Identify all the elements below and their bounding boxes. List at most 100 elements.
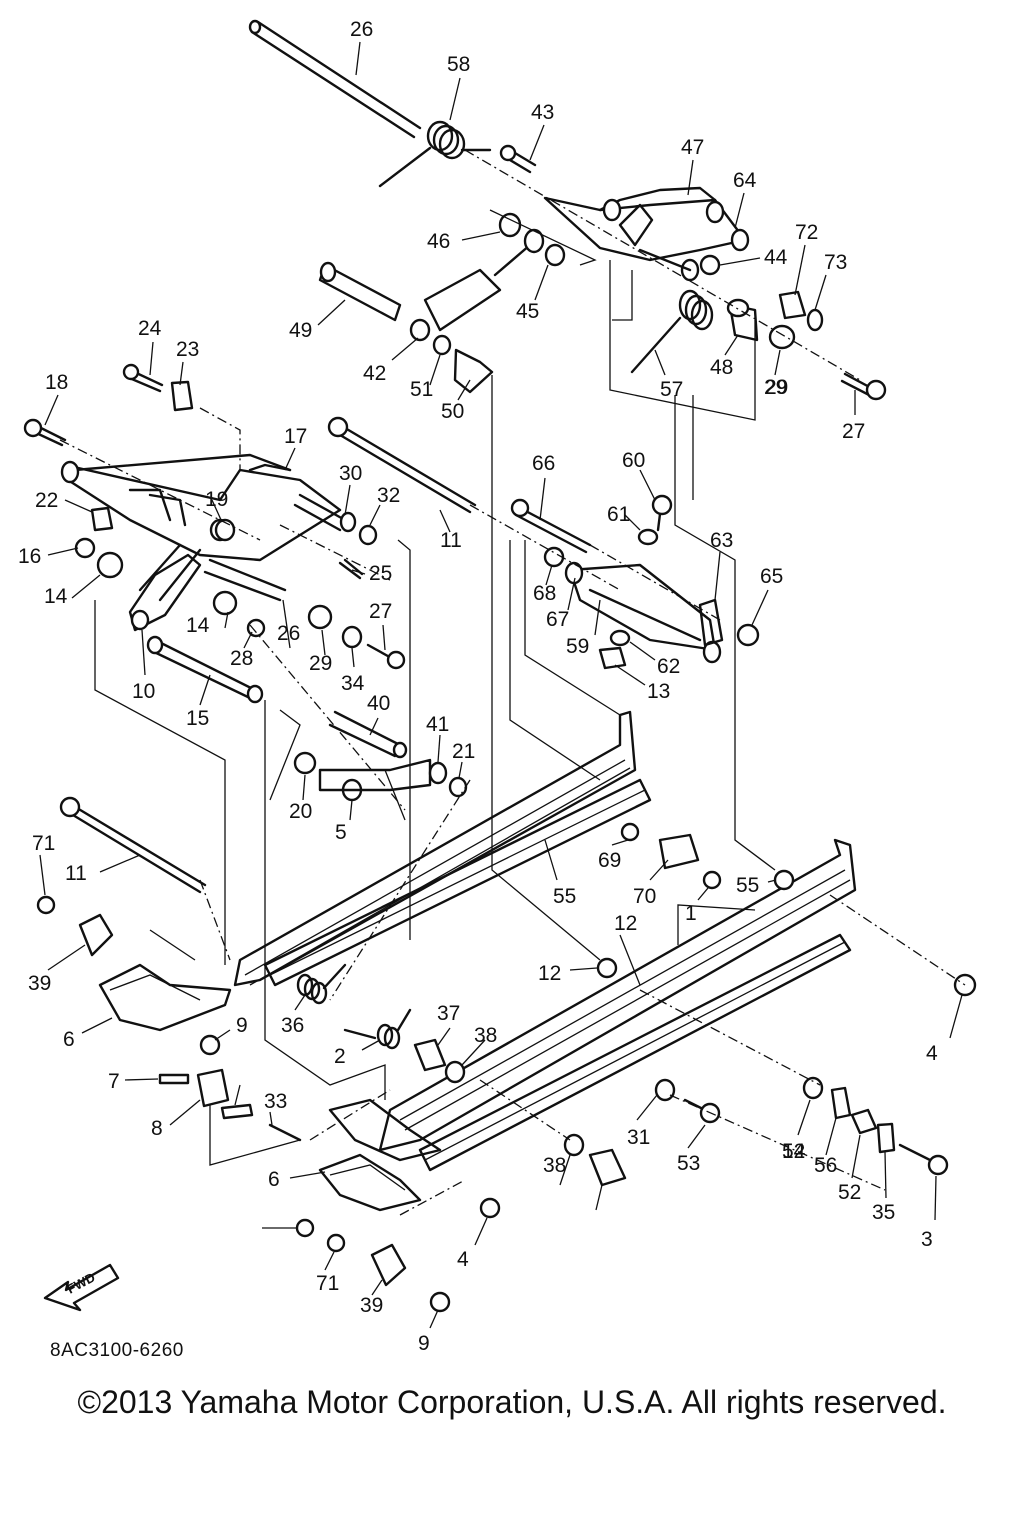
bushing-29-mid: [307, 604, 333, 630]
bolt-15: [246, 618, 266, 638]
callout-label: 68: [533, 582, 556, 605]
collar-54: [850, 1108, 878, 1135]
upper-shaft-26: [248, 19, 422, 139]
callout-label: 48: [710, 356, 733, 379]
washer-28: [341, 625, 363, 649]
washer-41: [448, 776, 468, 798]
washer-37-upper: [444, 1060, 466, 1084]
shaft-34: [328, 710, 408, 759]
callout-label: 9: [236, 1014, 248, 1037]
callout-label: 43: [531, 101, 554, 124]
callout-label: 6: [268, 1168, 280, 1191]
nut-6-lower: [429, 1291, 451, 1313]
nut-6-upper: [199, 1034, 221, 1056]
link-plate-13: [128, 553, 202, 632]
callout-label: 62: [657, 655, 680, 678]
callout-label: 31: [627, 1126, 650, 1149]
cap-16: [74, 537, 96, 559]
callout-label: 38: [474, 1024, 497, 1047]
spring-39: [296, 963, 347, 1005]
callout-label: 27: [842, 420, 865, 443]
callout-label: 32: [377, 484, 400, 507]
callout-label: 40: [367, 692, 390, 715]
callout-label: 41: [426, 713, 449, 736]
long-bolt-11-upper: [327, 416, 477, 514]
bolt-5-lower: [326, 1233, 346, 1253]
bracket-4-upper: [78, 913, 114, 957]
long-bolt-66: [510, 498, 592, 554]
callout-label: 1: [685, 902, 697, 925]
nut-12-lower: [479, 1197, 501, 1219]
washer-55-upper: [596, 957, 618, 979]
callout-label: 71: [316, 1272, 339, 1295]
bracket-72: [778, 290, 807, 320]
callout-label: 53: [677, 1152, 700, 1175]
callout-label: 21: [452, 740, 475, 763]
callout-label: 30: [339, 462, 362, 485]
shock-absorber: [318, 228, 545, 394]
link-rod-26: [203, 558, 287, 602]
callout-label: 26: [277, 622, 300, 645]
plate-56: [876, 1122, 896, 1154]
callout-label: 51: [410, 378, 433, 401]
callout-label: 23: [176, 338, 199, 361]
callout-label: 70: [633, 885, 656, 908]
callout-label: 9: [418, 1332, 430, 1355]
callout-leaders: [39, 41, 963, 1329]
callout-label: 55: [553, 885, 576, 908]
callout-label: 57: [660, 378, 683, 401]
callout-labels: 26 58 43 47 64 72 73 44 46 45 49 42 51 5…: [18, 18, 938, 1355]
callout-label: 61: [607, 503, 630, 526]
rear-arm-assembly-47: [543, 186, 750, 282]
callout-label: 7: [108, 1070, 120, 1093]
bushing-29-upper: [768, 324, 796, 350]
collar-46: [498, 212, 522, 238]
washer-32: [358, 524, 378, 546]
torsion-spring-57: [630, 289, 714, 374]
cotter-pin-25: [338, 558, 364, 580]
callout-label: 8: [151, 1117, 163, 1140]
screw-3: [295, 1218, 315, 1238]
washer-73: [806, 308, 824, 332]
washer-68-lower: [773, 869, 795, 891]
callout-label: 14: [186, 614, 210, 637]
nut-62: [598, 646, 627, 670]
callout-label: 52: [838, 1181, 861, 1204]
long-bolt-11-lower: [59, 796, 207, 894]
assembly-guide-lines: [59, 149, 966, 1216]
bolt-43: [499, 144, 537, 174]
callout-label: 35: [872, 1201, 895, 1224]
slide-rail-1-left: [378, 838, 857, 1172]
callout-label: 73: [824, 251, 847, 274]
callout-label: 63: [710, 529, 733, 552]
nut-65: [736, 623, 760, 647]
plate-9-upper: [158, 1073, 190, 1085]
collar-36: [413, 1038, 447, 1072]
callout-label: 29: [765, 376, 788, 399]
bolt-27-mid: [366, 643, 406, 670]
washer-68-upper: [543, 546, 565, 568]
callout-label: 44: [764, 246, 788, 269]
callout-label: 16: [18, 545, 41, 568]
callout-label: 39: [28, 972, 51, 995]
callout-label: 71: [32, 832, 55, 855]
callout-label: 37: [437, 1002, 460, 1025]
shaft-10: [146, 635, 264, 704]
callout-label: 2: [334, 1045, 346, 1068]
washer-61-lower: [609, 629, 631, 647]
callout-label: 4: [926, 1042, 938, 1065]
callout-label: 3: [921, 1228, 933, 1251]
bolt-27-upper: [840, 372, 887, 401]
bolt-24: [122, 363, 164, 393]
callout-label: 65: [760, 565, 783, 588]
pin-8: [268, 1123, 302, 1142]
callout-label: 67: [546, 608, 569, 631]
reference-code: 8AC3100-6260: [50, 1340, 184, 1361]
callout-label: 4: [457, 1248, 469, 1271]
callout-label: 59: [566, 635, 589, 658]
callout-label: 39: [360, 1294, 383, 1317]
bumper-7: [196, 1068, 230, 1108]
callout-label: 12: [538, 962, 561, 985]
callout-label: 56: [814, 1154, 837, 1177]
